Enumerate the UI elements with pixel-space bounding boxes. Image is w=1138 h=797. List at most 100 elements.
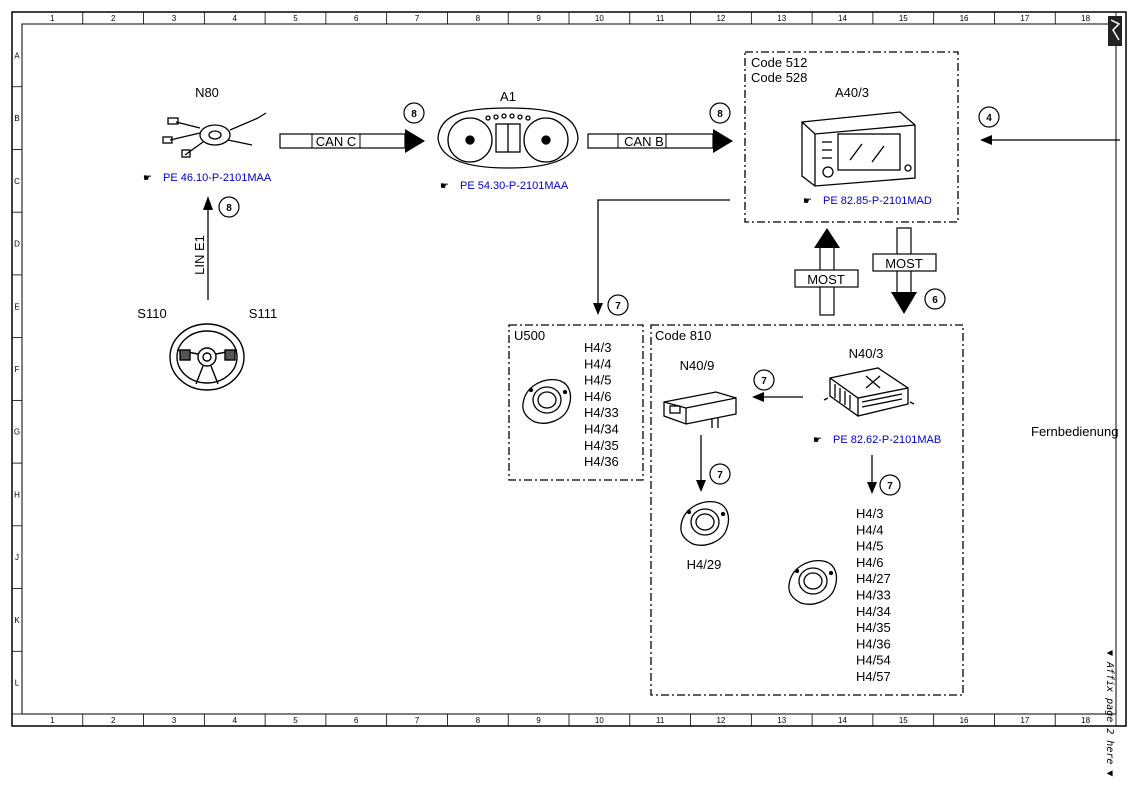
grid-column-label: 3 xyxy=(172,716,177,725)
lin-connection: LIN E1 xyxy=(192,196,213,300)
grid-column-label: 1 xyxy=(50,14,55,23)
arrow-from-remote xyxy=(980,135,1120,145)
grid-row-label: F xyxy=(15,365,20,374)
most-down-connection: MOST xyxy=(872,227,937,314)
n40-9-label: N40/9 xyxy=(680,358,715,373)
amplifier-large-icon xyxy=(823,367,915,417)
speaker-icon xyxy=(788,560,838,605)
grid-column-label: 9 xyxy=(536,14,541,23)
n40-3-speaker-item: H4/3 xyxy=(856,506,883,521)
pointing-hand-icon: ☛ xyxy=(440,181,449,192)
grid-column-label: 7 xyxy=(415,716,420,725)
grid-column-label: 15 xyxy=(899,716,908,725)
n40-3-speaker-item: H4/54 xyxy=(856,653,891,668)
grid-row-label: H xyxy=(14,490,20,499)
grid-row-label: B xyxy=(14,114,19,123)
grid-column-label: 2 xyxy=(111,716,116,725)
u500-speaker-item: H4/5 xyxy=(584,373,611,388)
svg-text:7: 7 xyxy=(615,301,621,312)
n80-ref: PE 46.10-P-2101MAA xyxy=(163,172,272,184)
grid-row-label: E xyxy=(14,302,19,311)
outer-frame xyxy=(11,11,1127,727)
can-c-connection: CAN C xyxy=(279,129,425,153)
s110-label: S110 xyxy=(137,306,166,321)
n40-3-speaker-item: H4/5 xyxy=(856,539,883,554)
n40-3-speaker-item: H4/4 xyxy=(856,522,883,537)
u500-speaker-item: H4/33 xyxy=(584,405,619,420)
a40-to-u500-line xyxy=(593,199,730,315)
svg-text:8: 8 xyxy=(411,109,417,120)
grid-row-label: K xyxy=(14,616,20,625)
callout-7-h4-29: 7 xyxy=(709,463,731,485)
a1-ref-link[interactable]: ☛ PE 54.30-P-2101MAA xyxy=(440,180,569,192)
grid-column-label: 11 xyxy=(656,14,665,23)
a40-ref-link[interactable]: ☛ PE 82.85-P-2101MAD xyxy=(803,195,932,207)
grid-column-label: 16 xyxy=(960,716,969,725)
n40-3-speaker-item: H4/34 xyxy=(856,604,891,619)
can-b-connection: CAN B xyxy=(587,129,733,153)
code-810-box xyxy=(650,324,964,696)
a1-ref: PE 54.30-P-2101MAA xyxy=(460,180,569,192)
grid-column-label: 6 xyxy=(354,716,359,725)
grid-column-label: 18 xyxy=(1081,14,1090,23)
steering-wheel-icon xyxy=(169,323,245,391)
grid-row-label: G xyxy=(14,428,20,437)
n40-3-ref-link[interactable]: ☛ PE 82.62-P-2101MAB xyxy=(813,434,941,446)
callout-4: 4 xyxy=(978,106,1000,128)
grid-column-label: 13 xyxy=(777,14,786,23)
grid-column-label: 13 xyxy=(777,716,786,725)
grid-column-label: 9 xyxy=(536,716,541,725)
grid-column-label: 16 xyxy=(960,14,969,23)
svg-text:7: 7 xyxy=(717,470,723,481)
grid-column-label: 4 xyxy=(232,716,237,725)
n40-3-speaker-list: H4/3H4/4H4/5H4/6H4/27H4/33H4/34H4/35H4/3… xyxy=(856,506,891,684)
most-up-connection: MOST xyxy=(794,228,859,316)
n40-3-speaker-item: H4/6 xyxy=(856,555,883,570)
grid-column-label: 3 xyxy=(172,14,177,23)
grid-column-label: 14 xyxy=(838,716,847,725)
grid-column-label: 8 xyxy=(476,716,481,725)
svg-text:8: 8 xyxy=(717,109,723,120)
n40-9-down-arrow xyxy=(696,435,706,492)
n40-3-speaker-item: H4/33 xyxy=(856,588,891,603)
speaker-icon xyxy=(680,501,730,546)
grid-column-label: 14 xyxy=(838,14,847,23)
u500-label: U500 xyxy=(514,328,545,343)
amplifier-small-icon xyxy=(663,391,737,428)
n80-label: N80 xyxy=(195,85,219,100)
a40-ref: PE 82.85-P-2101MAD xyxy=(823,195,932,207)
grid-row-label: A xyxy=(14,51,20,60)
a40-code-512: Code 512 xyxy=(751,55,807,70)
svg-text:6: 6 xyxy=(932,295,938,306)
a1-label: A1 xyxy=(500,89,516,104)
callout-7-u500: 7 xyxy=(607,294,629,316)
page-corner-icon xyxy=(1108,16,1122,46)
grid-column-label: 4 xyxy=(232,14,237,23)
a40-label: A40/3 xyxy=(835,85,869,100)
svg-text:7: 7 xyxy=(887,481,893,492)
grid-column-label: 6 xyxy=(354,14,359,23)
instrument-cluster-icon xyxy=(437,107,579,169)
n40-3-down-arrow xyxy=(867,455,877,494)
grid-column-label: 11 xyxy=(656,716,665,725)
grid-column-label: 18 xyxy=(1081,716,1090,725)
speaker-icon xyxy=(522,379,572,424)
n80-ref-link[interactable]: ☛ PE 46.10-P-2101MAA xyxy=(143,172,272,184)
grid-column-label: 15 xyxy=(899,14,908,23)
u500-box xyxy=(508,324,644,481)
callout-7-n40-3: 7 xyxy=(879,474,901,496)
n40-3-speaker-item: H4/36 xyxy=(856,636,891,651)
svg-text:8: 8 xyxy=(226,203,232,214)
grid-row-label: L xyxy=(15,679,20,688)
pointing-hand-icon: ☛ xyxy=(143,173,152,184)
grid-column-label: 1 xyxy=(50,716,55,725)
most-up-label: MOST xyxy=(807,272,845,287)
grid-column-label: 17 xyxy=(1020,716,1029,725)
callout-8-b: 8 xyxy=(709,102,731,124)
grid-column-label: 17 xyxy=(1020,14,1029,23)
